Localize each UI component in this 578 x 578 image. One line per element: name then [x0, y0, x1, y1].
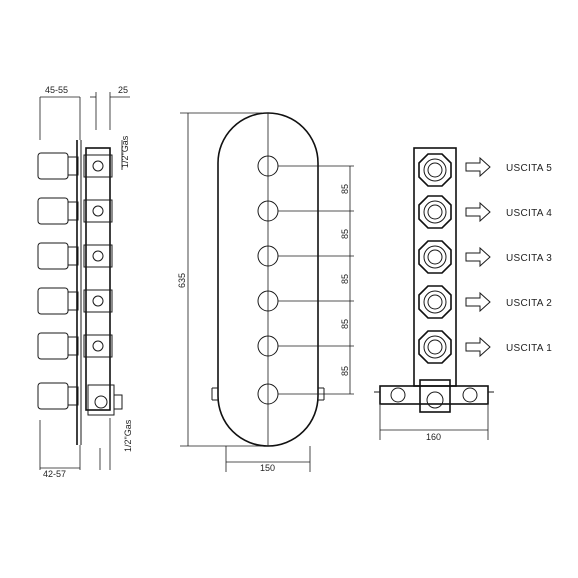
thread-label-bottom: 1/2"Gas: [123, 419, 133, 452]
thread-label-top: 1/2"Gas: [120, 135, 130, 168]
rear-cartridges: [418, 153, 452, 364]
arrow-icon: [465, 156, 491, 178]
dim-spacing-1: 85: [340, 184, 350, 194]
rear-base: [374, 379, 494, 413]
arrow-icon: [465, 336, 491, 358]
dim-spacing-2: 85: [340, 229, 350, 239]
arrow-icon: [465, 201, 491, 223]
arrow-icon: [465, 291, 491, 313]
dim-42-57: 42-57: [43, 469, 66, 479]
dim-width-160: 160: [426, 432, 441, 442]
outlet-label-5: USCITA 5: [506, 163, 552, 174]
dim-45-55: 45-55: [45, 85, 68, 95]
outlet-label-4: USCITA 4: [506, 208, 552, 219]
dim-25: 25: [118, 85, 128, 95]
dim-width-150: 150: [260, 463, 275, 473]
side-handles: [37, 152, 79, 410]
outlet-label-2: USCITA 2: [506, 298, 552, 309]
dim-spacing-4: 85: [340, 319, 350, 329]
arrow-icon: [465, 246, 491, 268]
dim-height: 635: [177, 273, 187, 288]
front-view: 635 85 85 85 85 85: [177, 112, 354, 473]
side-valve-body: [83, 147, 123, 416]
outlet-arrows: [465, 156, 491, 358]
outlet-label-3: USCITA 3: [506, 253, 552, 264]
side-view: 45-55 25 1/2"Gas: [37, 85, 133, 479]
outlet-label-1: USCITA 1: [506, 343, 552, 354]
rear-view: 160 USCITA 5 USCITA 4 USCITA 3 USCITA 2 …: [374, 147, 552, 442]
rear-body: [413, 147, 457, 387]
dim-spacing-5: 85: [340, 366, 350, 376]
dim-spacing-3: 85: [340, 274, 350, 284]
